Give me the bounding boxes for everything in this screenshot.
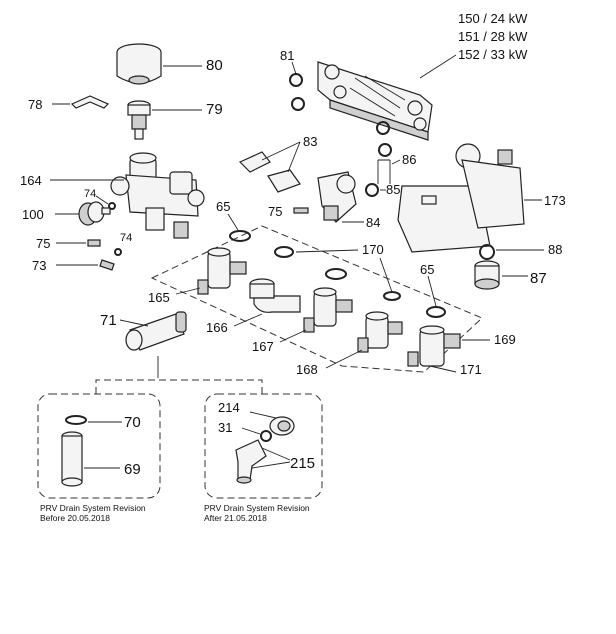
callout-168: 168 xyxy=(296,362,318,377)
callout-71: 71 xyxy=(100,312,117,329)
valve-169 xyxy=(407,325,461,367)
revision-before-title: PRV Drain System Revision xyxy=(40,503,146,513)
callout-69: 69 xyxy=(124,461,141,478)
callout-214: 214 xyxy=(218,400,240,415)
callout-65-upper: 65 xyxy=(216,199,230,214)
callout-86: 86 xyxy=(402,152,416,167)
screw-75-left xyxy=(87,239,101,247)
drain-elbow-215 xyxy=(235,439,267,484)
callout-78: 78 xyxy=(28,97,42,112)
washer-65-upper xyxy=(229,230,251,242)
callout-164: 164 xyxy=(20,173,42,188)
revision-before-box xyxy=(37,393,161,499)
callout-173: 173 xyxy=(544,193,566,208)
callout-87: 87 xyxy=(530,270,547,287)
heat-exchanger-label-24kw: 150 / 24 kW xyxy=(458,11,528,26)
callout-74-lower: 74 xyxy=(120,232,132,244)
callout-75-middle: 75 xyxy=(268,204,282,219)
o-ring-31 xyxy=(260,430,272,442)
callout-75-left: 75 xyxy=(36,236,50,251)
retaining-clip-78 xyxy=(70,95,110,109)
callout-171: 171 xyxy=(460,362,482,377)
revision-branch xyxy=(95,379,263,394)
circulation-pump-173 xyxy=(397,143,525,253)
washer-170-middle xyxy=(325,268,347,280)
heat-exchanger-label-33kw: 152 / 33 kW xyxy=(458,47,528,62)
drain-pipe-69 xyxy=(61,431,83,487)
revision-before-date: Before 20.05.2018 xyxy=(40,513,110,523)
callout-65-lower: 65 xyxy=(420,262,434,277)
callout-165: 165 xyxy=(148,290,170,305)
drain-fitting-214 xyxy=(269,416,295,436)
air-vent-cap-80 xyxy=(116,43,162,85)
pressure-gauge-100 xyxy=(78,201,111,226)
valve-body-84 xyxy=(317,171,357,223)
callout-85: 85 xyxy=(386,182,400,197)
callout-84: 84 xyxy=(366,215,380,230)
callout-170: 170 xyxy=(362,242,384,257)
connector-83 xyxy=(238,151,301,193)
callout-83: 83 xyxy=(303,134,317,149)
washer-170-left xyxy=(274,246,294,258)
clip-86 xyxy=(377,159,391,184)
callout-88: 88 xyxy=(548,242,562,257)
prv-fitting-71 xyxy=(125,311,187,351)
hydraulic-block-164 xyxy=(110,152,205,239)
valve-165 xyxy=(197,247,247,295)
callout-100: 100 xyxy=(22,207,44,222)
seal-ring-81-upper xyxy=(289,73,303,87)
callout-169: 169 xyxy=(494,332,516,347)
o-ring-74-lower xyxy=(114,248,122,256)
washer-65-lower xyxy=(426,306,446,318)
revision-after-box xyxy=(204,393,323,499)
callout-81: 81 xyxy=(280,48,294,63)
valve-167 xyxy=(303,287,353,333)
revision-after-title: PRV Drain System Revision xyxy=(204,503,310,513)
washer-170-lower xyxy=(383,291,401,301)
revision-after-date: After 21.05.2018 xyxy=(204,513,267,523)
callout-70: 70 xyxy=(124,414,141,431)
callout-31: 31 xyxy=(218,420,232,435)
o-ring-88 xyxy=(479,244,495,260)
heat-exchanger-label-28kw: 151 / 28 kW xyxy=(458,29,528,44)
bent-pipe-166 xyxy=(249,278,301,313)
seal-ring-upper-right xyxy=(376,121,390,135)
valve-168 xyxy=(357,311,403,353)
o-ring-85 xyxy=(365,183,379,197)
seal-ring-lower-right xyxy=(378,143,392,157)
callout-215: 215 xyxy=(290,455,315,472)
screw-75-middle xyxy=(293,207,309,214)
valve-insert-79 xyxy=(127,100,151,140)
o-ring-74-upper xyxy=(108,202,116,210)
seal-70 xyxy=(65,415,87,425)
seal-ring-81-lower xyxy=(291,97,305,111)
callout-79: 79 xyxy=(206,101,223,118)
callout-167: 167 xyxy=(252,339,274,354)
callout-74-upper: 74 xyxy=(84,188,96,200)
sensor-73 xyxy=(99,259,115,271)
callout-80: 80 xyxy=(206,57,223,74)
callout-73: 73 xyxy=(32,258,46,273)
heat-exchanger xyxy=(317,61,433,141)
callout-166: 166 xyxy=(206,320,228,335)
fitting-87 xyxy=(474,260,500,290)
